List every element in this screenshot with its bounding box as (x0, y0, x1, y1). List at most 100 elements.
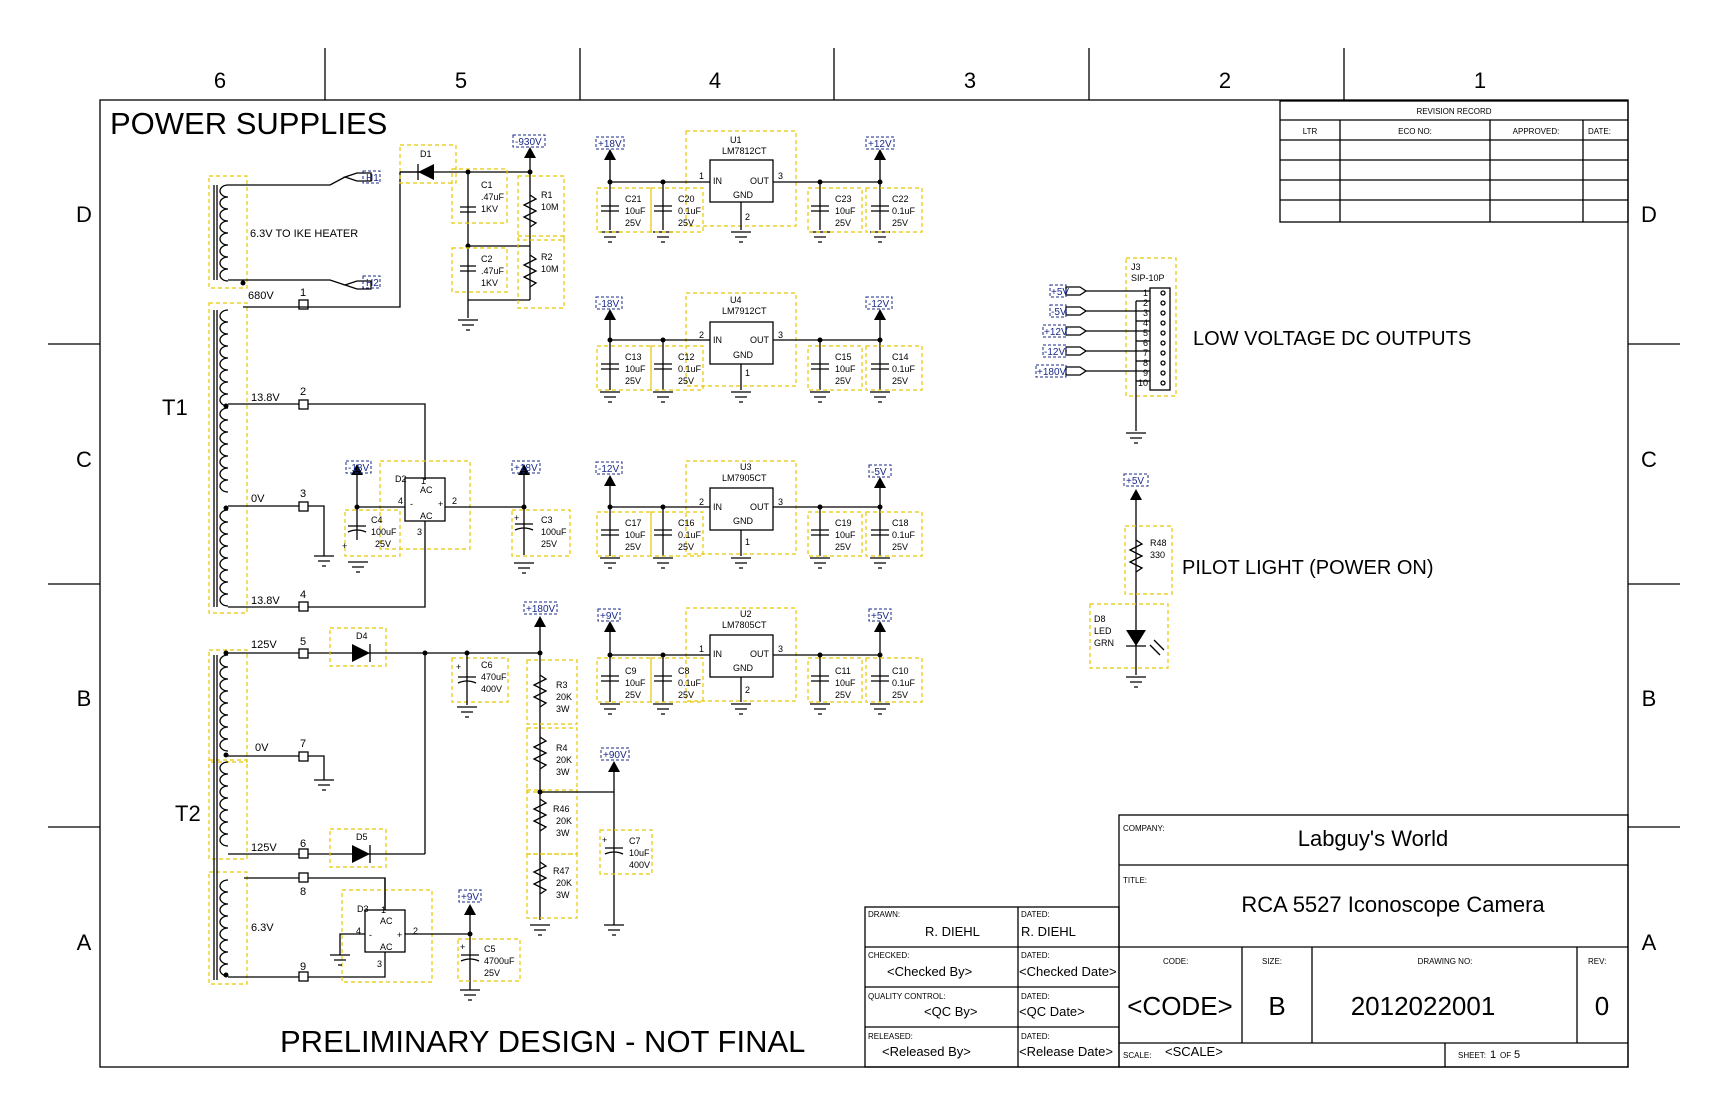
svg-text:DATED:: DATED: (1021, 992, 1050, 1001)
pilot-light-label: PILOT LIGHT (POWER ON) (1182, 557, 1434, 579)
svg-text:0.1uF: 0.1uF (678, 206, 702, 216)
diode-d4: D4 (329, 627, 540, 667)
svg-text:+90V: +90V (603, 750, 627, 761)
zone-row-d-right: D (1641, 202, 1657, 227)
t1-680v-label: 680V (248, 290, 274, 302)
t2-pin-5: 5 (300, 636, 306, 648)
net-plus-18v-c3: +18V (511, 460, 541, 474)
tb-scale: <SCALE> (1165, 1044, 1223, 1059)
svg-text:10uF: 10uF (625, 530, 646, 540)
svg-text:0.1uF: 0.1uF (678, 364, 702, 374)
zone-row-labels: D C B A D C B A (76, 202, 1657, 955)
svg-text:10uF: 10uF (629, 848, 650, 858)
svg-text:25V: 25V (892, 218, 908, 228)
d2-pin-2: 2 (452, 496, 457, 506)
svg-text:C15: C15 (835, 352, 852, 362)
svg-text:AC: AC (380, 942, 393, 952)
svg-text:D1: D1 (420, 149, 432, 159)
r2-ref: R2 (541, 252, 553, 262)
svg-text:3W: 3W (556, 767, 570, 777)
svg-text:J3: J3 (1131, 262, 1141, 272)
svg-text:OF: OF (1500, 1051, 1511, 1060)
svg-text:1: 1 (381, 905, 386, 915)
svg-text:D5: D5 (356, 832, 368, 842)
svg-text:25V: 25V (625, 376, 641, 386)
svg-text:3: 3 (377, 959, 382, 969)
svg-text:C18: C18 (892, 518, 909, 528)
svg-text:DATED:: DATED: (1021, 910, 1050, 919)
revision-col-date: DATE: (1588, 127, 1611, 136)
svg-text:20K: 20K (556, 816, 572, 826)
t2-label: T2 (175, 801, 201, 826)
transformer-t1: T1 (162, 175, 248, 614)
svg-text:GND: GND (733, 350, 754, 360)
svg-text:+18V: +18V (514, 463, 538, 474)
t2-pin-8: 8 (300, 886, 306, 898)
svg-text:25V: 25V (541, 539, 557, 549)
svg-text:1: 1 (745, 368, 750, 378)
svg-text:10uF: 10uF (625, 206, 646, 216)
zone-frame (48, 48, 1680, 1068)
c1-rating: 1KV (481, 204, 498, 214)
tb-drawn-label: DRAWN: (868, 910, 900, 919)
d2-pin-1: 1 (421, 476, 426, 486)
svg-text:+: + (397, 930, 402, 940)
svg-text:25V: 25V (678, 376, 694, 386)
svg-text:CODE:: CODE: (1163, 957, 1188, 966)
svg-text:D3: D3 (357, 904, 369, 914)
cap-c4: + C4 100uF 25V (342, 464, 401, 573)
svg-text:+180V: +180V (526, 604, 556, 615)
svg-text:10uF: 10uF (625, 678, 646, 688)
net-minus-18v-c4: -18V (345, 460, 372, 474)
svg-text:C21: C21 (625, 194, 642, 204)
svg-text:330: 330 (1150, 550, 1165, 560)
net-h2: H2 (362, 275, 381, 289)
svg-text:400V: 400V (481, 684, 502, 694)
tb-checked: <Checked By> (887, 964, 972, 979)
svg-text:+180V: +180V (1037, 367, 1067, 378)
svg-text:+5V: +5V (1126, 476, 1144, 487)
svg-text:D8: D8 (1094, 614, 1106, 624)
zone-row-d-left: D (76, 202, 92, 227)
hv-divider: C1 .47uF 1KV C2 .47uF 1KV R1 10M R2 10M (451, 147, 565, 331)
svg-text:4700uF: 4700uF (484, 956, 515, 966)
c1-value: .47uF (481, 192, 505, 202)
svg-text:25V: 25V (835, 376, 851, 386)
svg-text:125V: 125V (251, 639, 277, 651)
c1-ref: C1 (481, 180, 493, 190)
c2-value: .47uF (481, 266, 505, 276)
svg-text:+5V: +5V (1051, 287, 1069, 298)
svg-text:0.1uF: 0.1uF (678, 530, 702, 540)
cap-c3: + C3 100uF 25V (511, 464, 571, 574)
tb-released: <Released By> (882, 1044, 971, 1059)
r2-value: 10M (541, 264, 559, 274)
svg-text:-18V: -18V (598, 299, 619, 310)
svg-text:R46: R46 (553, 804, 570, 814)
svg-text:-18V: -18V (348, 463, 369, 474)
svg-text:+: + (602, 835, 607, 845)
d2-pin-3: 3 (417, 527, 422, 537)
svg-text:0.1uF: 0.1uF (892, 364, 916, 374)
svg-text:LM7912CT: LM7912CT (722, 306, 767, 316)
svg-text:GND: GND (733, 190, 754, 200)
zone-col-2: 2 (1219, 68, 1231, 93)
svg-text:TITLE:: TITLE: (1123, 876, 1147, 885)
svg-text:+12V: +12V (1044, 327, 1068, 338)
zone-row-b-left: B (77, 686, 92, 711)
svg-text:4: 4 (356, 926, 361, 936)
svg-text:-5V: -5V (871, 467, 887, 478)
net-h1: H1 (362, 170, 381, 184)
zone-col-6: 6 (214, 68, 226, 93)
svg-text:C11: C11 (835, 666, 851, 676)
svg-text:C3: C3 (541, 515, 553, 525)
zone-col-1: 1 (1474, 68, 1486, 93)
svg-text:25V: 25V (892, 690, 908, 700)
svg-text:OUT: OUT (750, 649, 770, 659)
svg-text:LM7812CT: LM7812CT (722, 146, 767, 156)
svg-text:IN: IN (713, 176, 722, 186)
svg-text:+: + (456, 662, 461, 672)
svg-text:4: 4 (1143, 318, 1148, 328)
svg-text:+9V: +9V (461, 892, 479, 903)
svg-text:GRN: GRN (1094, 638, 1114, 648)
svg-text:C22: C22 (892, 194, 909, 204)
